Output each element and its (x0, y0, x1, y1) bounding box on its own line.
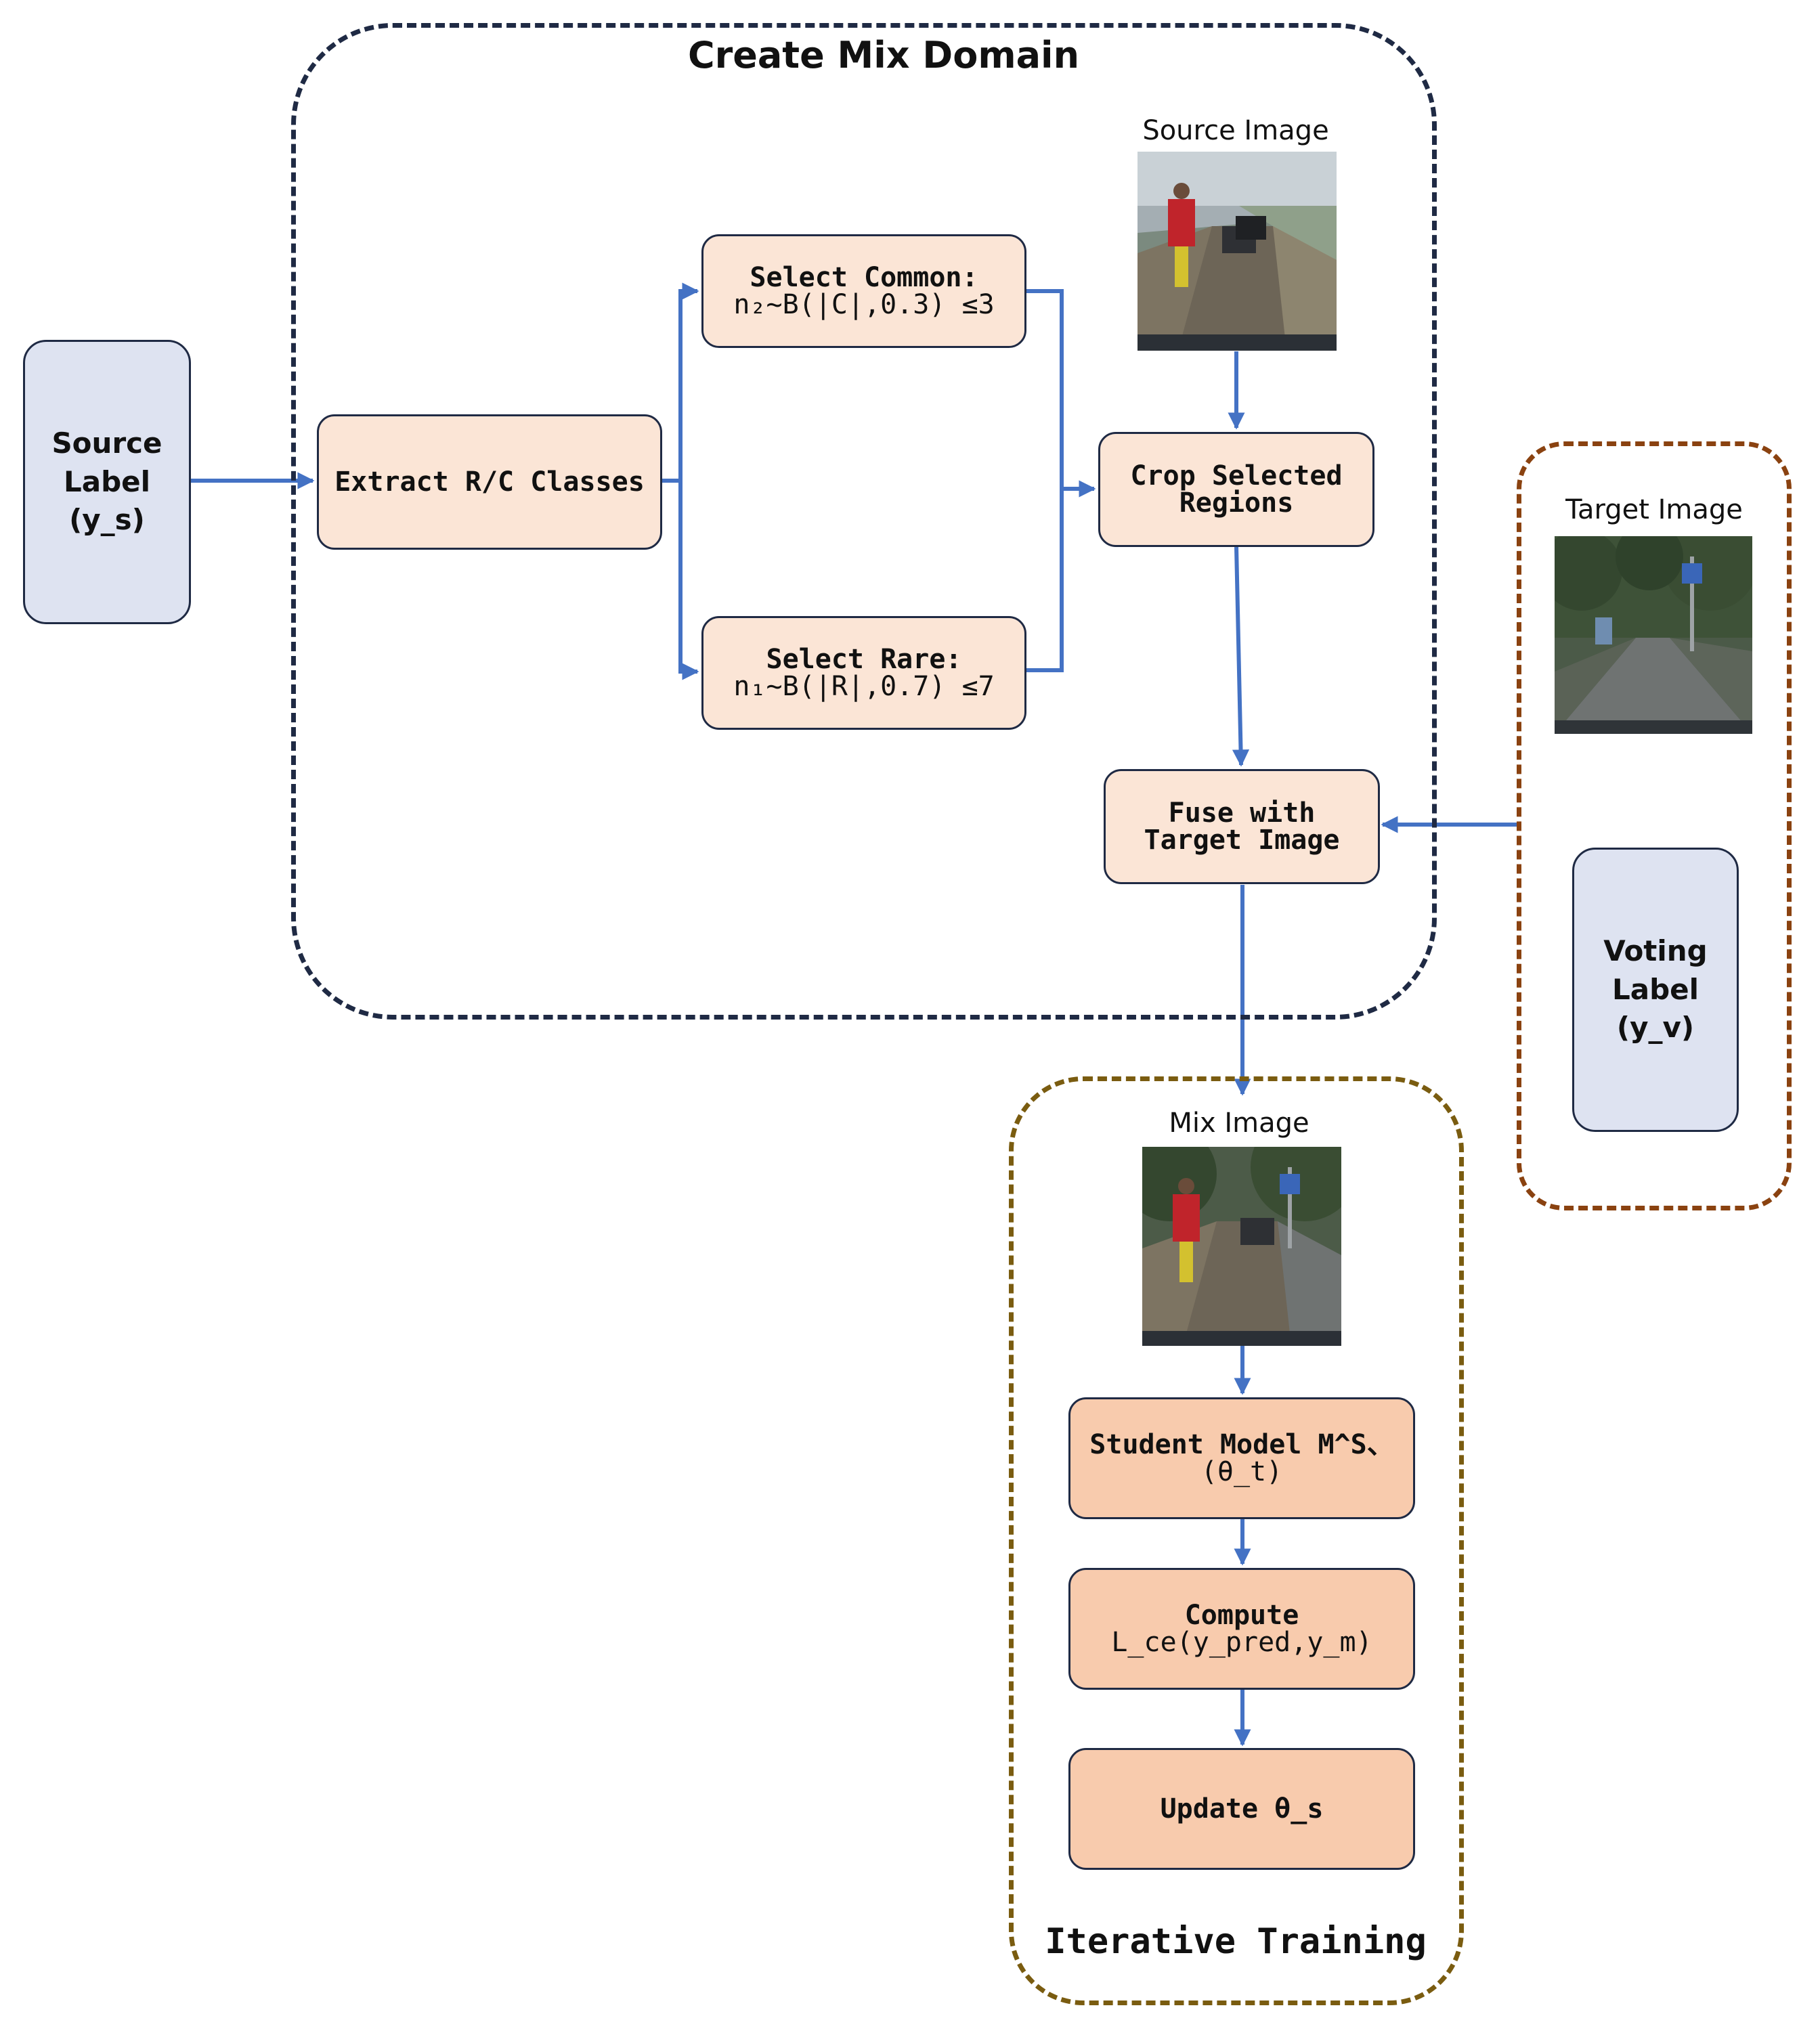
iterative-training-group (1009, 1076, 1464, 2005)
extract-classes-node: Extract R/C Classes (317, 414, 662, 550)
source-label-line-2: Label (63, 464, 151, 498)
voting-label-line-3: (y_v) (1616, 1011, 1695, 1045)
target-image (1555, 536, 1752, 734)
select-common-formula: n₂~B(|C|,0.3) ≤3 (733, 289, 995, 320)
source-image-label: Source Image (1142, 115, 1329, 146)
voting-label-line-2: Label (1611, 972, 1699, 1006)
mix-image-label: Mix Image (1169, 1108, 1309, 1139)
student-model-line-2: (θ_t) (1200, 1456, 1283, 1487)
voting-label-line-1: Voting (1603, 934, 1708, 967)
iterative-training-title: Iterative Training (1045, 1921, 1427, 1962)
select-common-title: Select Common: (750, 262, 978, 293)
select-common-node: Select Common: n₂~B(|C|,0.3) ≤3 (701, 234, 1026, 348)
source-label-line-3: (y_s) (69, 503, 145, 537)
voting-label-node: Voting Label (y_v) (1572, 848, 1739, 1132)
select-rare-node: Select Rare: n₁~B(|R|,0.7) ≤7 (701, 616, 1026, 730)
arrow-crop-to-fuse (1232, 546, 1250, 767)
compute-loss-line-2: L_ce(y_pred,y_m) (1111, 1627, 1372, 1658)
source-label-node: Source Label (y_s) (23, 340, 191, 624)
source-image (1138, 152, 1337, 351)
update-params-label: Update θ_s (1160, 1793, 1324, 1824)
compute-loss-node: Compute L_ce(y_pred,y_m) (1068, 1568, 1415, 1690)
fuse-target-node: Fuse with Target Image (1104, 769, 1380, 884)
fuse-target-line-2: Target Image (1144, 825, 1340, 856)
create-mix-domain-group (291, 23, 1437, 1020)
fuse-target-line-1: Fuse with (1168, 797, 1316, 829)
student-model-node: Student Model M^S、 (θ_t) (1068, 1397, 1415, 1519)
update-params-node: Update θ_s (1068, 1748, 1415, 1870)
student-model-line-1: Student Model M^S、 (1089, 1429, 1394, 1460)
line-common-to-merge (1026, 289, 1064, 672)
source-label-line-1: Source (51, 426, 162, 460)
select-rare-title: Select Rare: (766, 644, 962, 675)
target-image-label: Target Image (1565, 494, 1743, 525)
extract-classes-label: Extract R/C Classes (334, 466, 645, 498)
arrow-extract-branch-common (662, 282, 699, 483)
create-mix-domain-title: Create Mix Domain (687, 34, 1080, 76)
crop-regions-line-1: Crop Selected (1130, 460, 1343, 491)
select-rare-formula: n₁~B(|R|,0.7) ≤7 (733, 671, 995, 702)
crop-regions-line-2: Regions (1179, 487, 1294, 519)
target-group (1517, 441, 1792, 1210)
crop-regions-node: Crop Selected Regions (1098, 432, 1374, 547)
arrow-extract-branch-rare (678, 481, 699, 680)
compute-loss-line-1: Compute (1184, 1600, 1299, 1631)
mix-image (1142, 1147, 1341, 1346)
